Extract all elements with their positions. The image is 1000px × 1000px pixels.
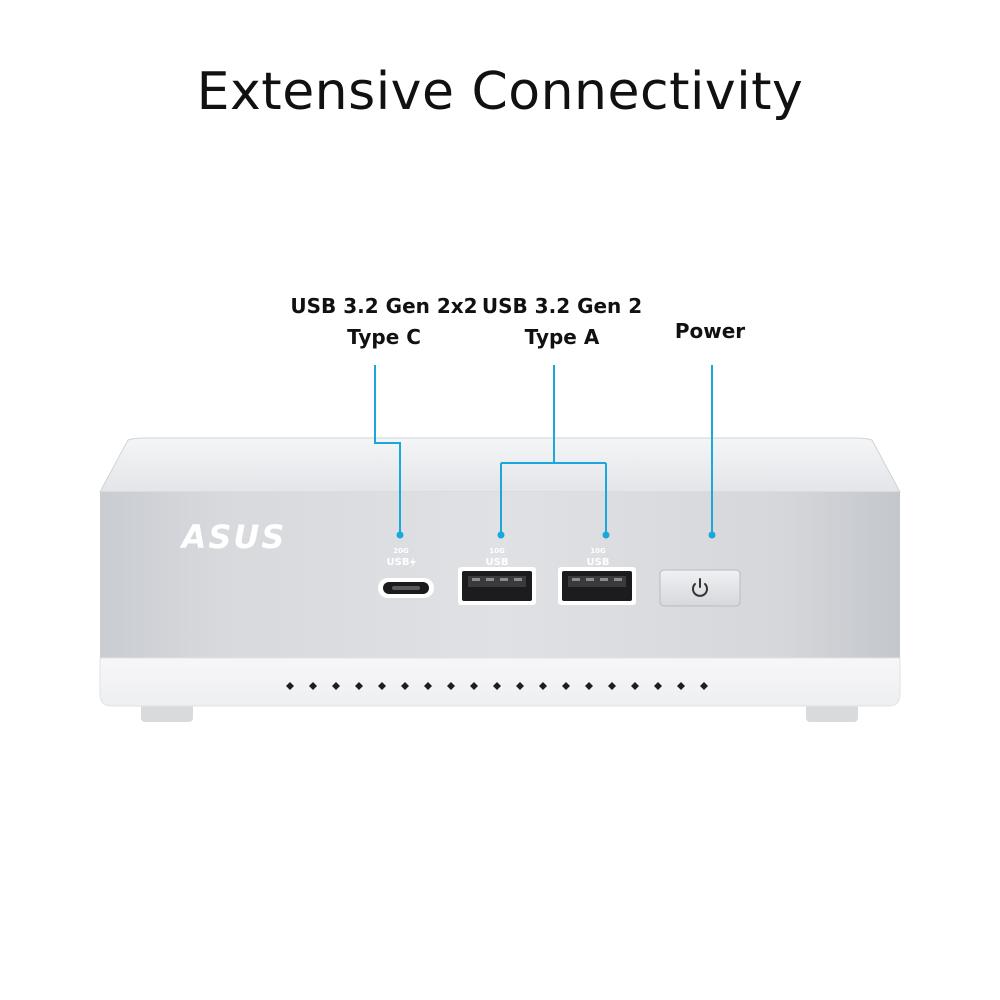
callout-usb-a-line2: Type A bbox=[524, 325, 600, 349]
usb-a-2-logo-tag: USB bbox=[587, 557, 610, 568]
callout-line-usb-a bbox=[500, 365, 607, 535]
callout-lines bbox=[374, 365, 713, 535]
callout-power-label: Power bbox=[650, 316, 770, 347]
page-title: Extensive Connectivity bbox=[196, 62, 804, 122]
callout-usb-c-line2: Type C bbox=[347, 325, 421, 349]
lightning-bolt-icon bbox=[410, 557, 416, 568]
callout-usb-c-label: USB 3.2 Gen 2x2 Type C bbox=[284, 291, 484, 353]
usb-c-speed-tag: 20G bbox=[393, 547, 409, 555]
power-icon bbox=[692, 578, 708, 597]
callout-power-line1: Power bbox=[674, 319, 746, 343]
callout-usb-a-label: USB 3.2 Gen 2 Type A bbox=[462, 291, 662, 353]
callout-line-usb-c bbox=[374, 365, 401, 535]
callout-usb-a-line1: USB 3.2 Gen 2 bbox=[481, 294, 643, 318]
usb-a-2-speed-tag: 10G bbox=[590, 547, 606, 555]
usb-a-1-speed-tag: 10G bbox=[489, 547, 505, 555]
usb-a-1-logo-tag: USB bbox=[486, 557, 509, 568]
bottom-base bbox=[99, 657, 901, 707]
asus-logo: ASUS bbox=[179, 518, 287, 556]
vent-grille bbox=[286, 682, 708, 690]
callout-usb-c-line1: USB 3.2 Gen 2x2 bbox=[290, 294, 478, 318]
usb-c-logo-tag: USB bbox=[387, 557, 410, 568]
callout-endpoints bbox=[396, 531, 716, 539]
